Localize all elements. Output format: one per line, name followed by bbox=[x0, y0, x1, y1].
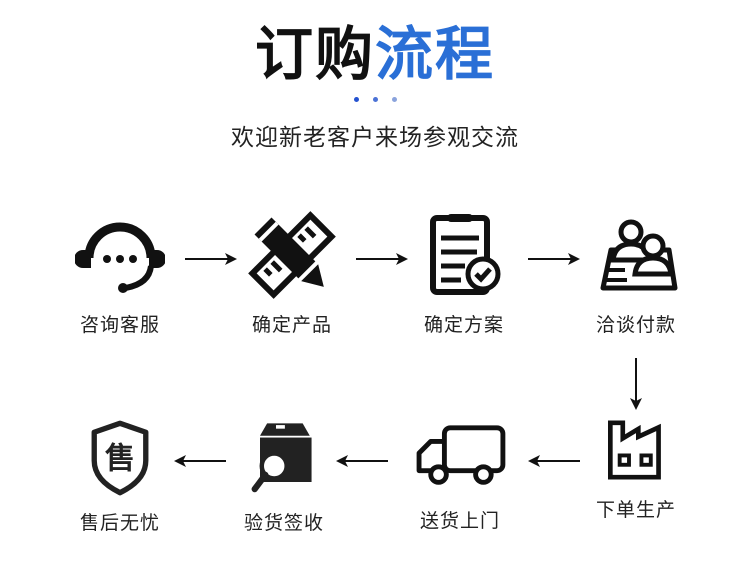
step-label: 下单生产 bbox=[595, 499, 676, 521]
arrow-right-icon bbox=[356, 253, 408, 265]
box-inspect-icon bbox=[251, 423, 312, 493]
step-label: 洽谈付款 bbox=[595, 314, 676, 336]
meeting-people-icon bbox=[600, 219, 678, 291]
step-delivery: 送货上门 bbox=[400, 418, 520, 533]
step-label: 确定方案 bbox=[423, 314, 504, 336]
dot-2 bbox=[372, 97, 378, 102]
arrow-left-icon bbox=[174, 455, 226, 467]
factory-icon bbox=[608, 420, 661, 480]
step-label: 售后无忧 bbox=[79, 512, 160, 534]
step-production: 下单生产 bbox=[576, 415, 696, 522]
step-label: 送货上门 bbox=[419, 510, 500, 532]
title-part-1: 订购 bbox=[254, 20, 375, 88]
arrow-right-icon bbox=[528, 253, 580, 265]
step-inspect-receive: 验货签收 bbox=[224, 418, 344, 535]
title-dots bbox=[0, 97, 750, 105]
step-negotiate-payment: 洽谈付款 bbox=[576, 210, 696, 337]
headset-icon bbox=[75, 222, 165, 293]
pencil-ruler-icon bbox=[248, 211, 336, 299]
step-confirm-plan: 确定方案 bbox=[404, 210, 524, 337]
subtitle: 欢迎新老客户来场参观交流 bbox=[231, 125, 519, 151]
arrow-right-icon bbox=[185, 253, 237, 265]
step-consult: 咨询客服 bbox=[60, 210, 180, 337]
page-title: 订购流程 bbox=[0, 14, 750, 94]
arrow-left-icon bbox=[336, 455, 388, 467]
step-label: 验货签收 bbox=[243, 512, 324, 534]
step-confirm-product: 确定产品 bbox=[232, 210, 352, 337]
shield-glyph: 售 bbox=[105, 442, 135, 477]
step-after-sales: 售 售后无忧 bbox=[60, 418, 180, 535]
truck-icon bbox=[416, 425, 506, 485]
step-label: 咨询客服 bbox=[79, 314, 160, 336]
dot-3 bbox=[391, 97, 397, 102]
arrow-down-icon bbox=[630, 358, 642, 410]
arrow-left-icon bbox=[528, 455, 580, 467]
step-label: 确定产品 bbox=[251, 314, 332, 336]
title-part-2: 流程 bbox=[375, 20, 496, 88]
dot-1 bbox=[353, 97, 359, 102]
shield-after-sales-icon: 售 bbox=[91, 420, 149, 496]
clipboard-check-icon bbox=[430, 214, 501, 295]
